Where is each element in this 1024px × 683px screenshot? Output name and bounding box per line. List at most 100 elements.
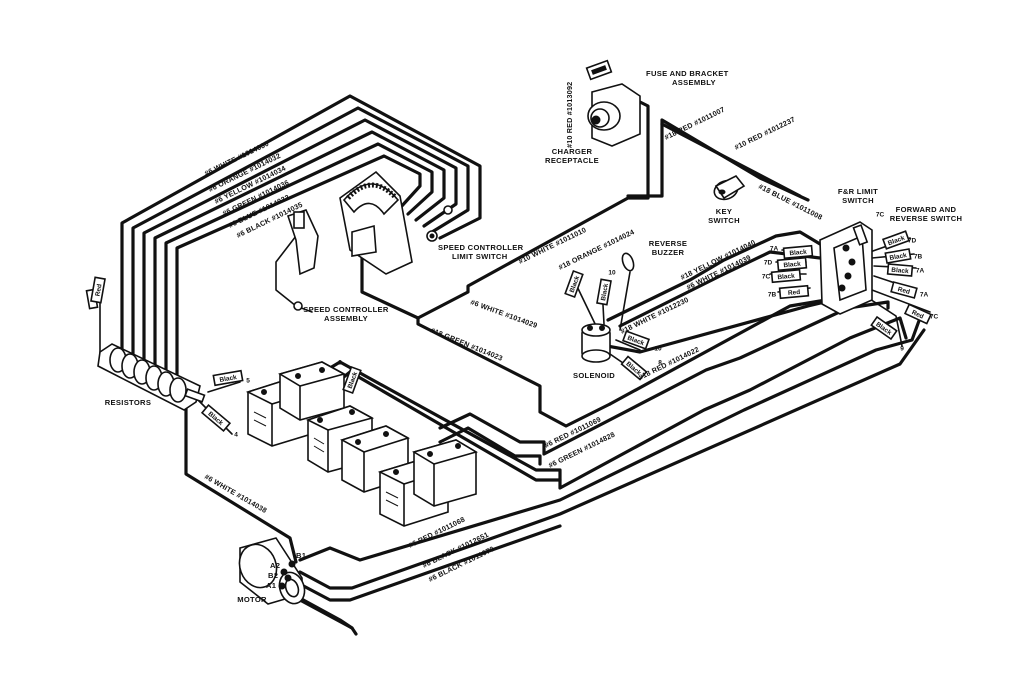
wire-label: #6 WHITE #1014029	[469, 297, 538, 330]
wire-tag-label: Black	[889, 252, 908, 262]
key-switch-label-line: KEY	[716, 207, 733, 216]
motor-terminal-label: B2	[268, 571, 278, 580]
wire-tag-label: 7C	[876, 212, 885, 219]
wire-tag: Black	[782, 244, 814, 260]
wire-tag-label: 5	[246, 378, 250, 385]
wire-tag: Black	[881, 230, 911, 250]
wire-tag-label: 7A	[916, 268, 925, 275]
wire-tag: 5	[246, 378, 250, 385]
speed-controller-assembly-label-line: ASSEMBLY	[324, 314, 368, 323]
wire-tag: Black	[776, 256, 808, 272]
wire-tag: 7A	[770, 246, 779, 253]
speed-controller-assembly-label-line: SPEED CONTROLLER	[303, 305, 389, 314]
wire-tag: 9	[900, 346, 904, 353]
wire-tag: Black	[212, 369, 244, 387]
wire-tag: Black	[884, 248, 912, 264]
forward-reverse-switch	[819, 221, 873, 315]
wire-tag: 7D	[908, 238, 917, 245]
wire-tag-label: 9	[900, 346, 904, 353]
fr-limit-switch-label-line: SWITCH	[842, 196, 874, 205]
solenoid-label: SOLENOID	[573, 371, 615, 380]
wire-label: #18 GREEN #1014023	[429, 326, 504, 363]
wire-tag-label: 8	[658, 360, 662, 367]
wire-label: #10 RED #1012237	[733, 115, 797, 152]
wire-tag: 7C	[876, 212, 885, 219]
fr-limit-switch-label-line: F&R LIMIT	[838, 187, 878, 196]
forward-reverse-switch-label-line: FORWARD AND	[896, 205, 957, 214]
wire-tag-label: Black	[600, 283, 610, 302]
resistors-label: RESISTORS	[105, 398, 151, 407]
wire-tag: 7A	[920, 292, 929, 299]
wire-tag-label: 7D	[764, 260, 773, 267]
wire-tag-label: 7B	[914, 254, 923, 261]
motor-terminal-label: B1	[296, 551, 307, 560]
resistors	[85, 288, 206, 411]
wire-label: #18 WHITE #1012230	[619, 295, 690, 336]
wire-tag: 10	[608, 270, 616, 277]
wire-tag-label: 7D	[908, 238, 917, 245]
wire-tag: 10	[654, 346, 662, 353]
wire-tag-label: Black	[789, 249, 807, 258]
wire-tag: 7D	[764, 260, 773, 267]
batteries	[245, 361, 478, 527]
wire-tag-label: Red	[911, 309, 925, 321]
motor	[238, 537, 306, 605]
wire-tag: Red	[890, 281, 918, 299]
wire-tag-label: 3	[338, 360, 342, 367]
wire-tags: Black Black 4 5 Red Black Black Black	[90, 212, 939, 439]
wire-tag: Red	[90, 276, 106, 304]
wire-label: #10 RED #1013092	[565, 82, 574, 148]
charger-receptacle-label-line: CHARGER	[552, 147, 593, 156]
motor-terminal-label: A2	[270, 561, 280, 570]
wire-tag-label: 7C	[762, 274, 771, 281]
wire-tag: Black	[342, 365, 362, 395]
forward-reverse-switch-label-line: REVERSE SWITCH	[890, 214, 963, 223]
wire-tag: 4	[234, 432, 238, 439]
wire-tag-label: 10	[608, 270, 616, 277]
wire-tag: Black	[200, 404, 232, 432]
reverse-buzzer-label-line: BUZZER	[652, 248, 685, 257]
wire-tag: Black	[596, 278, 612, 306]
wire-tag-label: Red	[788, 289, 801, 297]
wire-tag-label: Red	[897, 286, 911, 296]
key-switch-label-line: SWITCH	[708, 216, 740, 225]
speed-controller-limit-switch-label-line: LIMIT SWITCH	[452, 252, 507, 261]
battery-6	[412, 439, 478, 507]
reverse-buzzer-label-line: REVERSE	[649, 239, 687, 248]
wire-tag: Red	[903, 303, 933, 325]
wire-tag-label: 7A	[770, 246, 779, 253]
resistor-bundle-wires	[120, 94, 482, 378]
speed-controller-limit-switch-label-line: SPEED CONTROLLER	[438, 243, 524, 252]
charger-receptacle	[585, 59, 641, 147]
key-switch	[713, 174, 746, 201]
wire-tag-label: 7C	[930, 314, 939, 321]
wire-label: #6 WHITE #1014038	[203, 472, 269, 515]
fuse-bracket-label-line: FUSE AND BRACKET	[646, 69, 729, 78]
wire-tag: 7C	[930, 314, 939, 321]
wire-tag-label: 4	[234, 432, 238, 439]
wire-tag-label: 7A	[920, 292, 929, 299]
wire-tag: 3	[338, 360, 342, 367]
wire-tag: Black	[564, 269, 584, 299]
motor-terminal-label: A1	[266, 581, 277, 590]
wire-tag: Black	[621, 330, 651, 350]
wire-tag: 7B	[914, 254, 923, 261]
wire-tag-label: Black	[777, 273, 795, 282]
wire-label: #18 RED #1011007	[663, 105, 726, 142]
speed-controller-assembly	[286, 170, 453, 311]
wire-tag-label: Black	[783, 261, 801, 270]
wire-tag-label: 10	[654, 346, 662, 353]
wire-tag-label: Black	[891, 267, 909, 276]
charger-receptacle-label-line: RECEPTACLE	[545, 156, 599, 165]
harness-wires	[184, 94, 926, 636]
wire-tag: 7C	[762, 274, 771, 281]
wire-tag-label: Red	[94, 283, 103, 296]
fuse-bracket-label-line: ASSEMBLY	[672, 78, 716, 87]
